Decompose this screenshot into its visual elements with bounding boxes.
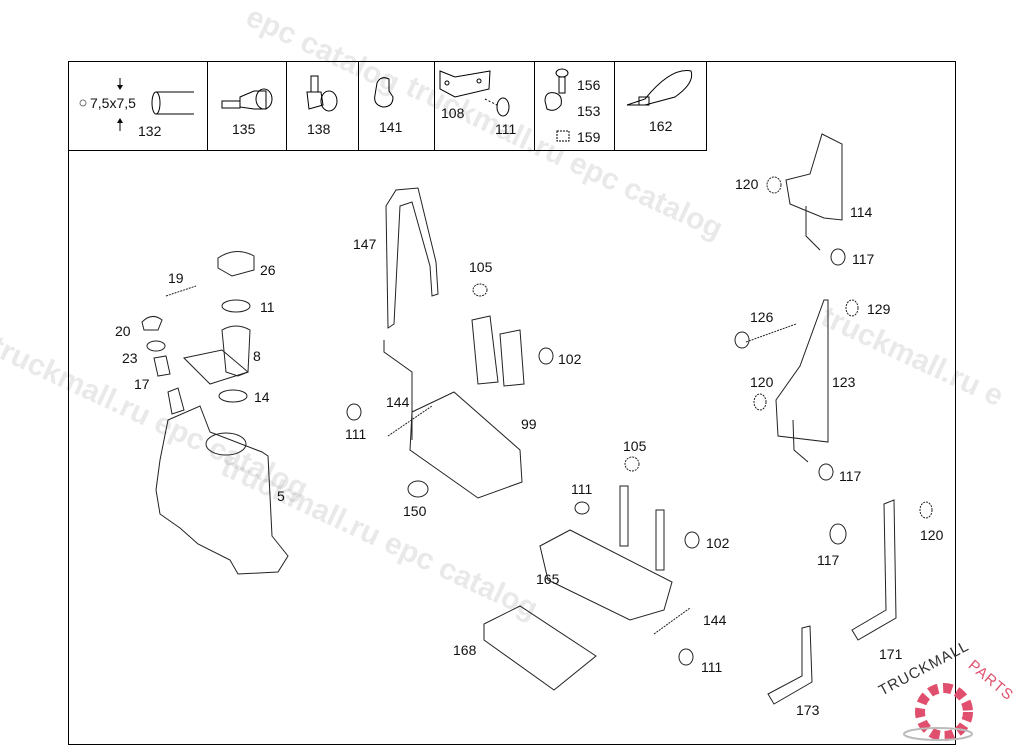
part-label-102: 102 <box>558 351 582 367</box>
part-label-144: 144 <box>703 612 727 628</box>
part-label-111: 111 <box>571 481 593 497</box>
part-label-102: 102 <box>706 535 730 551</box>
part-label-23: 23 <box>122 350 138 366</box>
part-label-117: 117 <box>852 251 875 267</box>
part-label: 162 <box>649 118 673 134</box>
diagram-frame <box>68 61 956 745</box>
straight-connector-icon <box>221 88 273 110</box>
part-label-173: 173 <box>796 702 820 718</box>
part-label-120: 120 <box>920 527 944 543</box>
elbow-connector-icon <box>306 75 338 112</box>
part-label-117: 117 <box>817 552 840 568</box>
part-label: 138 <box>307 121 331 137</box>
legend-cell-132[interactable]: 7,5x7,5 132 <box>68 61 208 150</box>
legend-cell-162[interactable]: 162 <box>615 61 707 150</box>
part-label-11: 11 <box>260 299 275 315</box>
part-label: 159 <box>577 129 601 145</box>
legend-cell-156-153-159[interactable]: 156 153 159 <box>535 61 615 150</box>
hose-icon <box>79 78 194 131</box>
part-label-150: 150 <box>403 503 427 519</box>
part-label: 108 <box>441 105 465 121</box>
part-label-111: 111 <box>345 426 367 442</box>
legend-strip: 7,5x7,5 132 135 138 141 108 111 <box>68 61 707 151</box>
part-label-165: 165 <box>536 571 560 587</box>
part-label-20: 20 <box>115 323 131 339</box>
part-label-144: 144 <box>386 394 410 410</box>
part-label: 156 <box>577 77 601 93</box>
part-label-117: 117 <box>839 468 862 484</box>
part-label-105: 105 <box>623 438 647 454</box>
part-label-114: 114 <box>850 204 873 220</box>
legend-cell-108-111[interactable]: 108 111 <box>435 61 535 150</box>
part-label-120: 120 <box>750 374 774 390</box>
part-label-99: 99 <box>521 416 537 432</box>
part-label-147: 147 <box>353 236 377 252</box>
hose-clip-icon <box>374 77 394 108</box>
part-label-168: 168 <box>453 642 477 658</box>
legend-cell-141[interactable]: 141 <box>359 61 435 150</box>
part-label: 153 <box>577 103 601 119</box>
part-label-8: 8 <box>253 348 261 364</box>
bracket-and-bolt-icon <box>439 70 510 117</box>
part-label-5: 5 <box>277 488 285 504</box>
part-label-105: 105 <box>469 259 493 275</box>
part-label: 132 <box>138 123 162 139</box>
part-label: 111 <box>495 121 517 137</box>
part-label-123: 123 <box>832 374 856 390</box>
part-label: 141 <box>379 119 403 135</box>
part-label-19: 19 <box>168 270 184 286</box>
part-label-14: 14 <box>254 389 270 405</box>
part-label-26: 26 <box>260 262 276 278</box>
part-label-17: 17 <box>134 376 150 392</box>
part-label-171: 171 <box>879 646 903 662</box>
part-label-126: 126 <box>750 309 774 325</box>
hose-dimension: 7,5x7,5 <box>90 95 136 111</box>
part-label-111: 111 <box>701 659 723 675</box>
clamp-screw-nut-icon <box>544 68 570 142</box>
part-label-129: 129 <box>867 301 891 317</box>
legend-cell-135[interactable]: 135 <box>208 61 287 150</box>
cable-tie-icon <box>626 70 693 106</box>
legend-cell-138[interactable]: 138 <box>287 61 359 150</box>
truckmallparts-logo: TRUCKMALL PARTS <box>860 638 1024 750</box>
part-label-120: 120 <box>735 176 759 192</box>
gear-icon <box>903 683 973 741</box>
part-label: 135 <box>232 121 256 137</box>
